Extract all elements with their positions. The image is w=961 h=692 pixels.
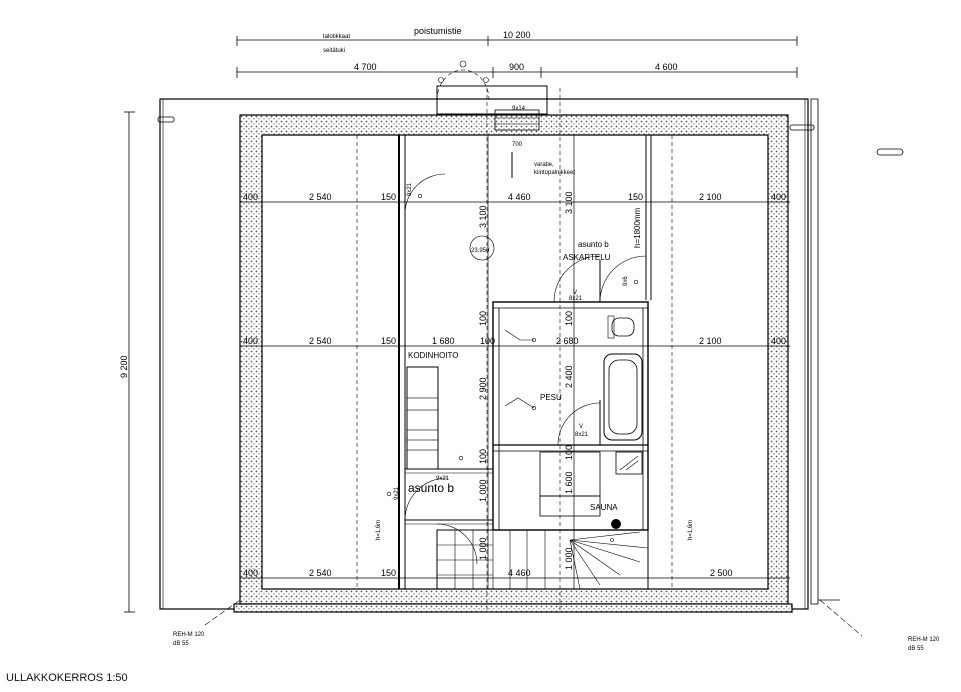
v6-dim: 2 400	[564, 365, 574, 388]
rehm-left-1: REH-M 120	[173, 632, 205, 638]
top-label: poistumistie	[414, 26, 462, 36]
v8-dim: 1 000	[478, 479, 488, 502]
r2-e: 2 680	[556, 336, 579, 346]
kodinhoito-label: KODINHOITO	[408, 351, 459, 360]
top-left-dim: 4 700	[354, 62, 377, 72]
r2-d: 100	[480, 336, 495, 346]
top-mid-dim: 900	[509, 62, 524, 72]
v7-dim: 100	[478, 449, 488, 464]
stairs	[436, 529, 649, 590]
left-total-dim: 9 200	[119, 355, 129, 378]
rehm-right-1: REH-M 120	[908, 637, 940, 643]
room-labels: 23,950 asunto b ASKARTELU h=1800mm KODIN…	[376, 182, 694, 540]
end-left-2: 400	[243, 336, 258, 346]
end-right-1: 400	[771, 192, 786, 202]
end-right-2: 400	[771, 336, 786, 346]
dim-row-2: 400 2 540 150 1 680 100 2 680 2 100 400	[240, 336, 790, 347]
r3-d: 2 500	[710, 568, 733, 578]
r2-c: 1 680	[432, 336, 455, 346]
v10-dim: 100	[564, 445, 574, 460]
top-note1: talotikkaat	[323, 34, 350, 40]
door-v-a: V	[573, 290, 577, 296]
drawing-title: ULLAKKOKERROS 1:50	[6, 672, 128, 684]
pesu-label: PESU	[540, 393, 562, 402]
ceiling-lines	[356, 88, 673, 612]
door-v-b: V	[579, 424, 583, 430]
r2-b: 150	[381, 336, 396, 346]
skylight: 9x14 700 varatie, kiintopalnikkeet	[436, 60, 575, 178]
r3-b: 150	[381, 568, 396, 578]
asunto-b-big: asunto b	[408, 481, 454, 495]
v4-dim: 100	[564, 311, 574, 326]
door-8x21-b: 8x21	[575, 432, 589, 438]
door-9x21-c: 9x21	[394, 486, 400, 500]
end-left-1: 400	[243, 192, 258, 202]
exterior-walls	[233, 114, 793, 613]
v3-dim: 100	[478, 311, 488, 326]
rehm-right-2: dB 55	[908, 646, 924, 652]
door-9x6: 9x6	[623, 276, 629, 286]
h16-left: h=1,6m	[376, 520, 382, 540]
r1-b: 150	[381, 192, 396, 202]
top-note2: seitätuki	[323, 48, 345, 54]
section-marks: REH-M 120 dB 55 REH-M 120 dB 55	[173, 599, 940, 652]
height-1800: h=1800mm	[633, 207, 642, 248]
rehm-left-2: dB 55	[173, 641, 189, 647]
kiinto-label: kiintopalnikkeet	[534, 170, 575, 176]
top-total: 10 200	[503, 30, 531, 40]
varatie-label: varatie,	[534, 162, 554, 168]
door-8x21-a: 8x21	[569, 296, 583, 302]
r2-a: 2 540	[309, 336, 332, 346]
top-dimensions: poistumistie 10 200 talotikkaat seitätuk…	[236, 26, 798, 78]
area-label: 23,950	[471, 248, 490, 254]
r3-c: 4 460	[508, 568, 531, 578]
left-dimension: 9 200	[119, 111, 135, 613]
doors	[386, 173, 647, 565]
r1-a: 2 540	[309, 192, 332, 202]
r2-f: 2 100	[699, 336, 722, 346]
askartelu-label: ASKARTELU	[563, 253, 611, 262]
asunto-b-small: asunto b	[578, 240, 609, 249]
v1-dim: 3 100	[478, 205, 488, 228]
v9-dim: 1 600	[564, 471, 574, 494]
end-left-3: 400	[243, 568, 258, 578]
door-9x21-b: 9x21	[436, 476, 450, 482]
r1-d: 150	[628, 192, 643, 202]
skylight-size: 9x14	[512, 106, 526, 112]
dim-row-3: 400 2 540 150 4 460 2 500	[240, 568, 790, 579]
width-700: 700	[512, 142, 523, 148]
top-right-dim: 4 600	[655, 62, 678, 72]
h16-right: h=1,6m	[688, 520, 694, 540]
vertical-dims: 3 100 3 100 100 100 2 900 2 400 100 1 00…	[478, 135, 575, 589]
v11-dim: 1 000	[478, 537, 488, 560]
sauna-label: SAUNA	[590, 503, 618, 512]
fixtures	[539, 315, 643, 529]
r1-c: 4 460	[508, 192, 531, 202]
v12-dim: 1 000	[564, 547, 574, 570]
r3-a: 2 540	[309, 568, 332, 578]
v5-dim: 2 900	[478, 377, 488, 400]
door-9x21-a: 9x21	[407, 182, 413, 196]
r1-e: 2 100	[699, 192, 722, 202]
dim-row-1: 400 2 540 150 4 460 150 2 100 400	[240, 192, 790, 203]
v2-dim: 3 100	[564, 191, 574, 214]
